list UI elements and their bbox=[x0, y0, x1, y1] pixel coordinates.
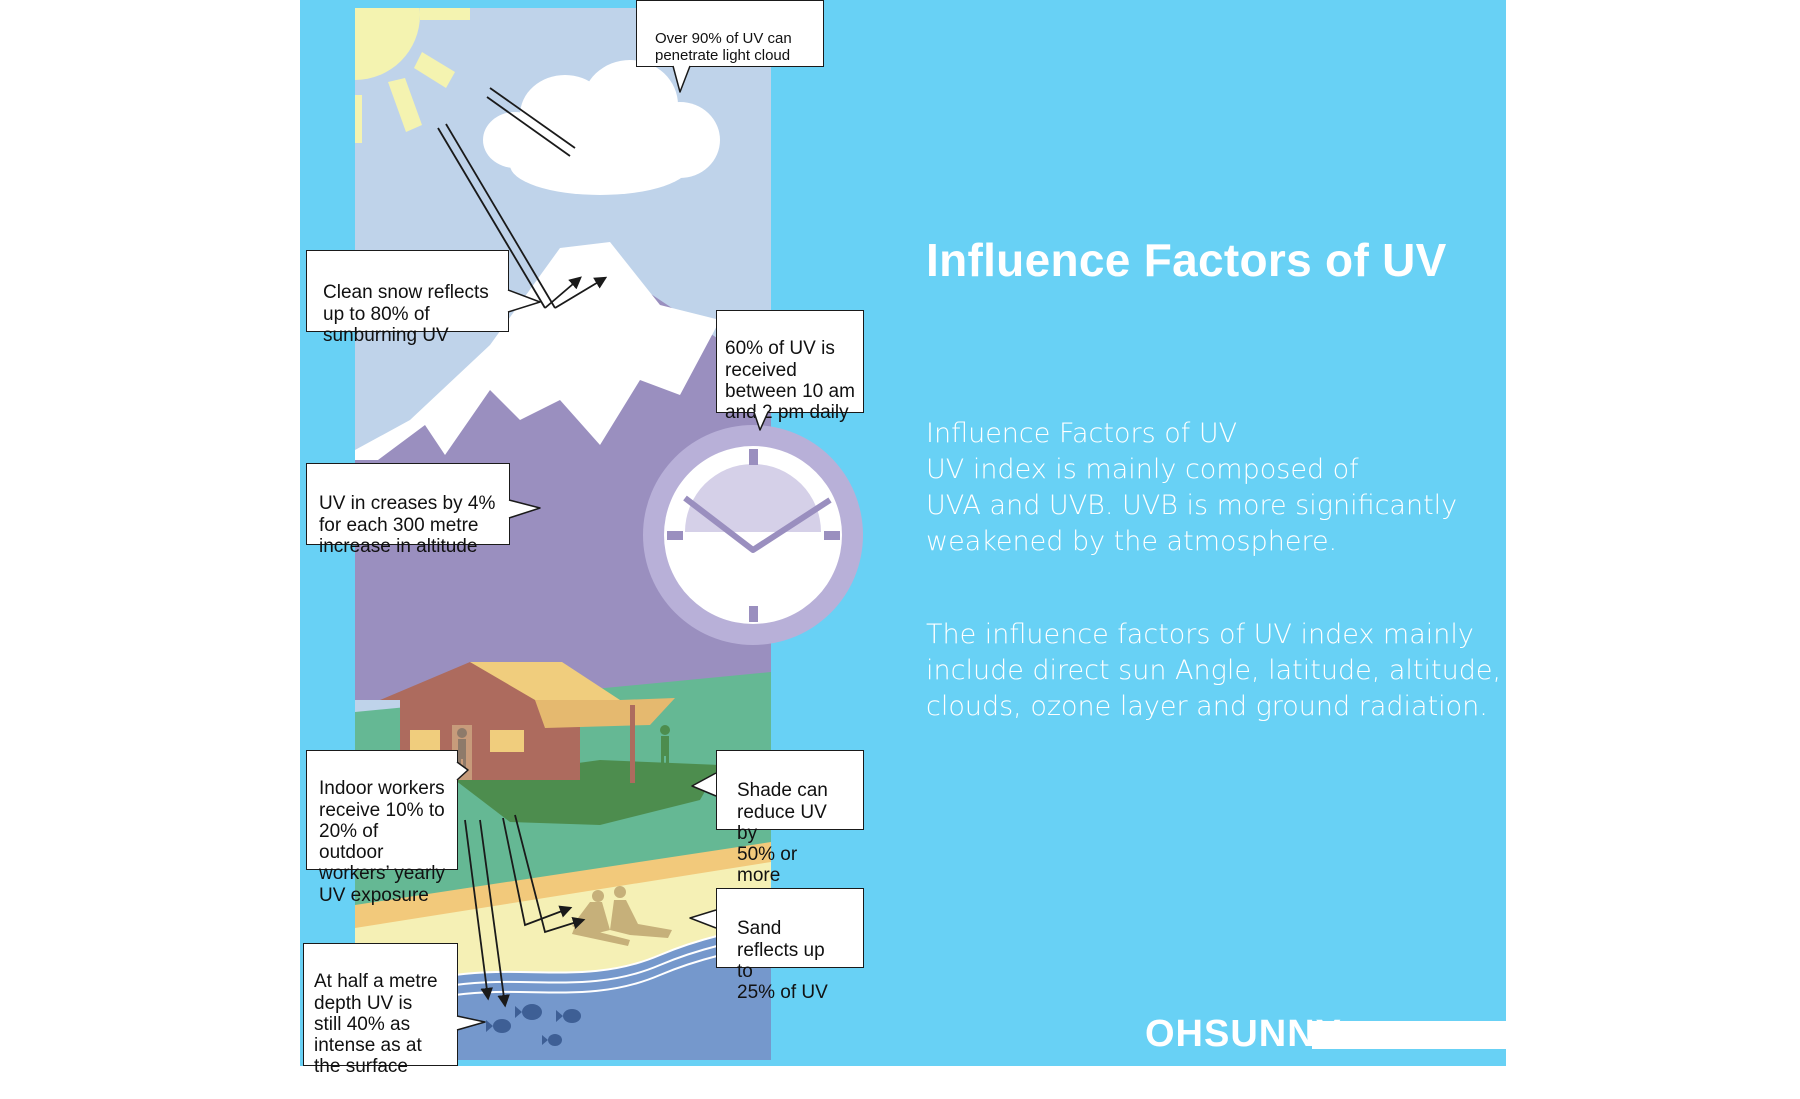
snow-mountain-icon bbox=[355, 242, 720, 460]
clock-icon bbox=[643, 425, 863, 645]
callout-altitude-text: UV in creases by 4% for each 300 metre i… bbox=[319, 493, 496, 557]
callout-snow: Clean snow reflects up to 80% of sunburn… bbox=[306, 250, 509, 346]
callout-shade-text: Shade can reduce UV by 50% or more bbox=[737, 780, 828, 887]
uv-ray-arrow-icon bbox=[437, 87, 608, 1008]
sunbathers-icon bbox=[572, 886, 672, 946]
callout-snow-text: Clean snow reflects up to 80% of sunburn… bbox=[323, 282, 489, 346]
sun-icon bbox=[355, 8, 470, 143]
callout-water: At half a metre depth UV is still 40% as… bbox=[303, 943, 458, 1077]
page-title: Influence Factors of UV bbox=[926, 234, 1447, 286]
cloud-icon bbox=[483, 60, 720, 195]
callout-altitude: UV in creases by 4% for each 300 metre i… bbox=[306, 463, 510, 557]
callout-shade: Shade can reduce UV by 50% or more bbox=[716, 750, 864, 886]
callout-cloud: Over 90% of UV can penetrate light cloud bbox=[636, 0, 824, 67]
callout-sand-text: Sand reflects up to 25% of UV bbox=[737, 918, 828, 1004]
uv-scene-illustration: Over 90% of UV can penetrate light cloud… bbox=[300, 0, 1506, 1077]
callout-time: 60% of UV is received between 10 am and … bbox=[716, 310, 864, 423]
brand-logo: OHSUNNY bbox=[1145, 1013, 1343, 1055]
callout-sand: Sand reflects up to 25% of UV bbox=[716, 888, 864, 1003]
person-icon bbox=[660, 725, 670, 770]
callout-cloud-text: Over 90% of UV can penetrate light cloud bbox=[655, 29, 792, 64]
callout-water-text: At half a metre depth UV is still 40% as… bbox=[314, 971, 438, 1078]
callout-indoor-text: Indoor workers receive 10% to 20% of out… bbox=[319, 778, 445, 906]
callout-time-text: 60% of UV is received between 10 am and … bbox=[725, 338, 855, 424]
callout-indoor: Indoor workers receive 10% to 20% of out… bbox=[306, 750, 458, 906]
intro-paragraph: Influence Factors of UV UV index is main… bbox=[926, 418, 1458, 557]
house-icon bbox=[380, 662, 675, 783]
fish-icon bbox=[486, 1004, 581, 1046]
water bbox=[455, 925, 771, 1060]
brand-bar bbox=[1312, 1021, 1506, 1049]
factors-paragraph: The influence factors of UV index mainly… bbox=[926, 619, 1502, 722]
